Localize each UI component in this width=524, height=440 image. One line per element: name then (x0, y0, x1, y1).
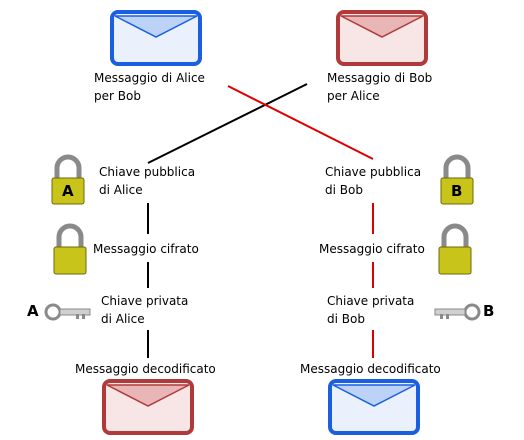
key-bob-private-icon (434, 303, 481, 321)
bob-lock-letter: B (451, 182, 463, 200)
padlock-right-encrypted-icon (438, 223, 472, 275)
bob-public-key-label: Chiave pubblica di Bob (325, 165, 422, 197)
key-alice-private-icon (44, 303, 91, 321)
envelope-alice-top-icon (110, 10, 202, 66)
padlock-alice-public-icon (51, 154, 85, 205)
envelope-decoded-right-icon (328, 379, 420, 435)
envelope-decoded-left-icon (102, 379, 194, 435)
alice-public-key-label: Chiave pubblica di Alice (99, 165, 196, 197)
padlock-left-encrypted-icon (53, 223, 87, 275)
alice-key-letter: A (27, 302, 39, 320)
envelope-bob-top-icon (336, 10, 428, 66)
bob-private-key-label: Chiave privata di Bob (327, 294, 415, 326)
bob-message-label: Messaggio di Bob per Alice (327, 71, 433, 103)
connector-alice-to-right (227, 85, 374, 160)
alice-private-key-label: Chiave privata di Alice (101, 294, 189, 326)
left-decoded-label: Messaggio decodificato (75, 362, 216, 376)
bob-key-letter: B (483, 302, 495, 320)
left-encrypted-label: Messaggio cifrato (93, 242, 199, 256)
padlock-bob-public-icon (440, 154, 474, 205)
right-encrypted-label: Messaggio cifrato (319, 242, 425, 256)
alice-lock-letter: A (62, 182, 74, 200)
connector-bob-to-left (147, 83, 308, 164)
right-decoded-label: Messaggio decodificato (300, 362, 441, 376)
alice-message-label: Messaggio di Alice per Bob (94, 71, 205, 103)
